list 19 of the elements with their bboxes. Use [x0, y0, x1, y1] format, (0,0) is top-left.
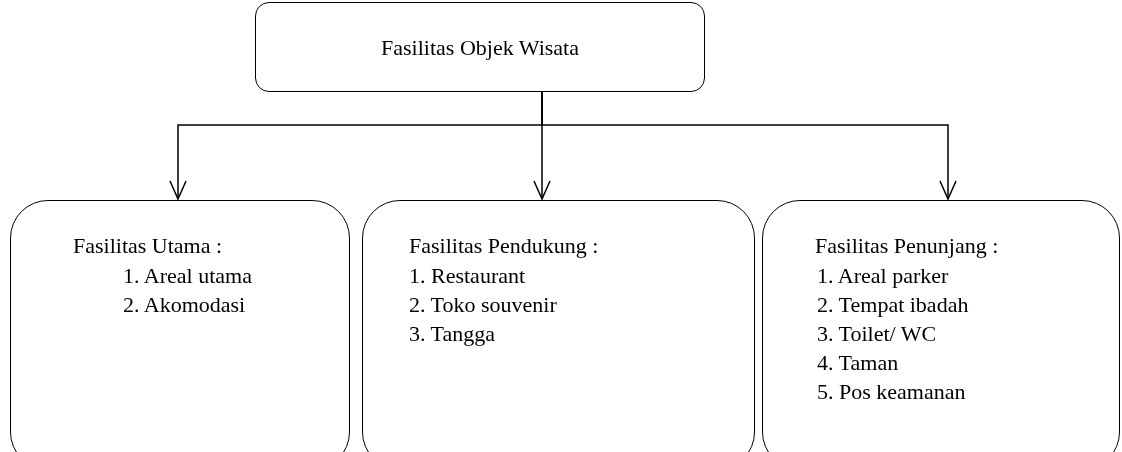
- list-item: 1. Areal utama: [123, 262, 252, 290]
- list-item: 3. Toilet/ WC: [817, 320, 937, 348]
- list-item: 3. Tangga: [409, 320, 496, 348]
- title-box: [255, 2, 705, 92]
- list-item: 1. Areal parker: [817, 262, 949, 290]
- list-item: 4. Taman: [817, 349, 899, 377]
- list-item: 2. Toko souvenir: [409, 291, 557, 319]
- connector-arrow: [541, 91, 957, 200]
- box-title: Fasilitas Objek Wisata: [381, 33, 579, 62]
- list-item: 2. Akomodasi: [123, 291, 246, 319]
- category-box: [362, 200, 755, 452]
- category-heading: Fasilitas Pendukung :: [409, 232, 599, 260]
- list-item: 5. Pos keamanan: [817, 378, 966, 406]
- category-heading: Fasilitas Utama :: [73, 232, 223, 260]
- category-box: [762, 200, 1120, 452]
- list-item: 1. Restaurant: [409, 262, 526, 290]
- category-box: [10, 200, 350, 452]
- list-item: 2. Tempat ibadah: [817, 291, 969, 319]
- category-heading: Fasilitas Penunjang :: [815, 232, 999, 260]
